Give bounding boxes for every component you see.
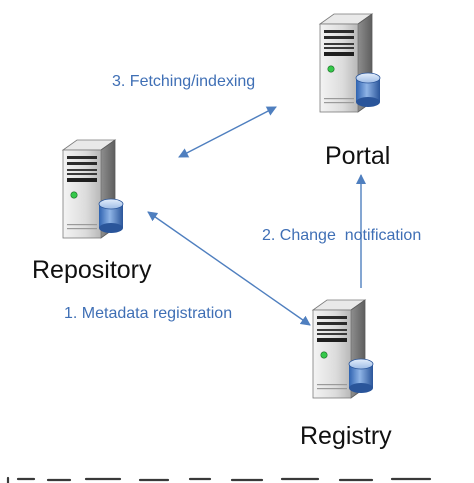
change-notification-label: 2. Change notification — [262, 227, 421, 244]
repository-label: Repository — [32, 256, 152, 284]
metadata-registration-label: 1. Metadata registration — [64, 305, 232, 322]
registry-label: Registry — [300, 422, 392, 450]
portal-label: Portal — [325, 142, 390, 170]
repository-server-icon — [62, 139, 124, 239]
registry-server-icon — [312, 299, 374, 399]
clipped-caption-fragment — [0, 472, 474, 483]
portal-server-icon — [319, 13, 381, 113]
fetching-indexing-arrow — [178, 106, 277, 158]
metadata-registration-arrow — [147, 211, 311, 326]
fetching-indexing-label: 3. Fetching/indexing — [112, 73, 255, 90]
